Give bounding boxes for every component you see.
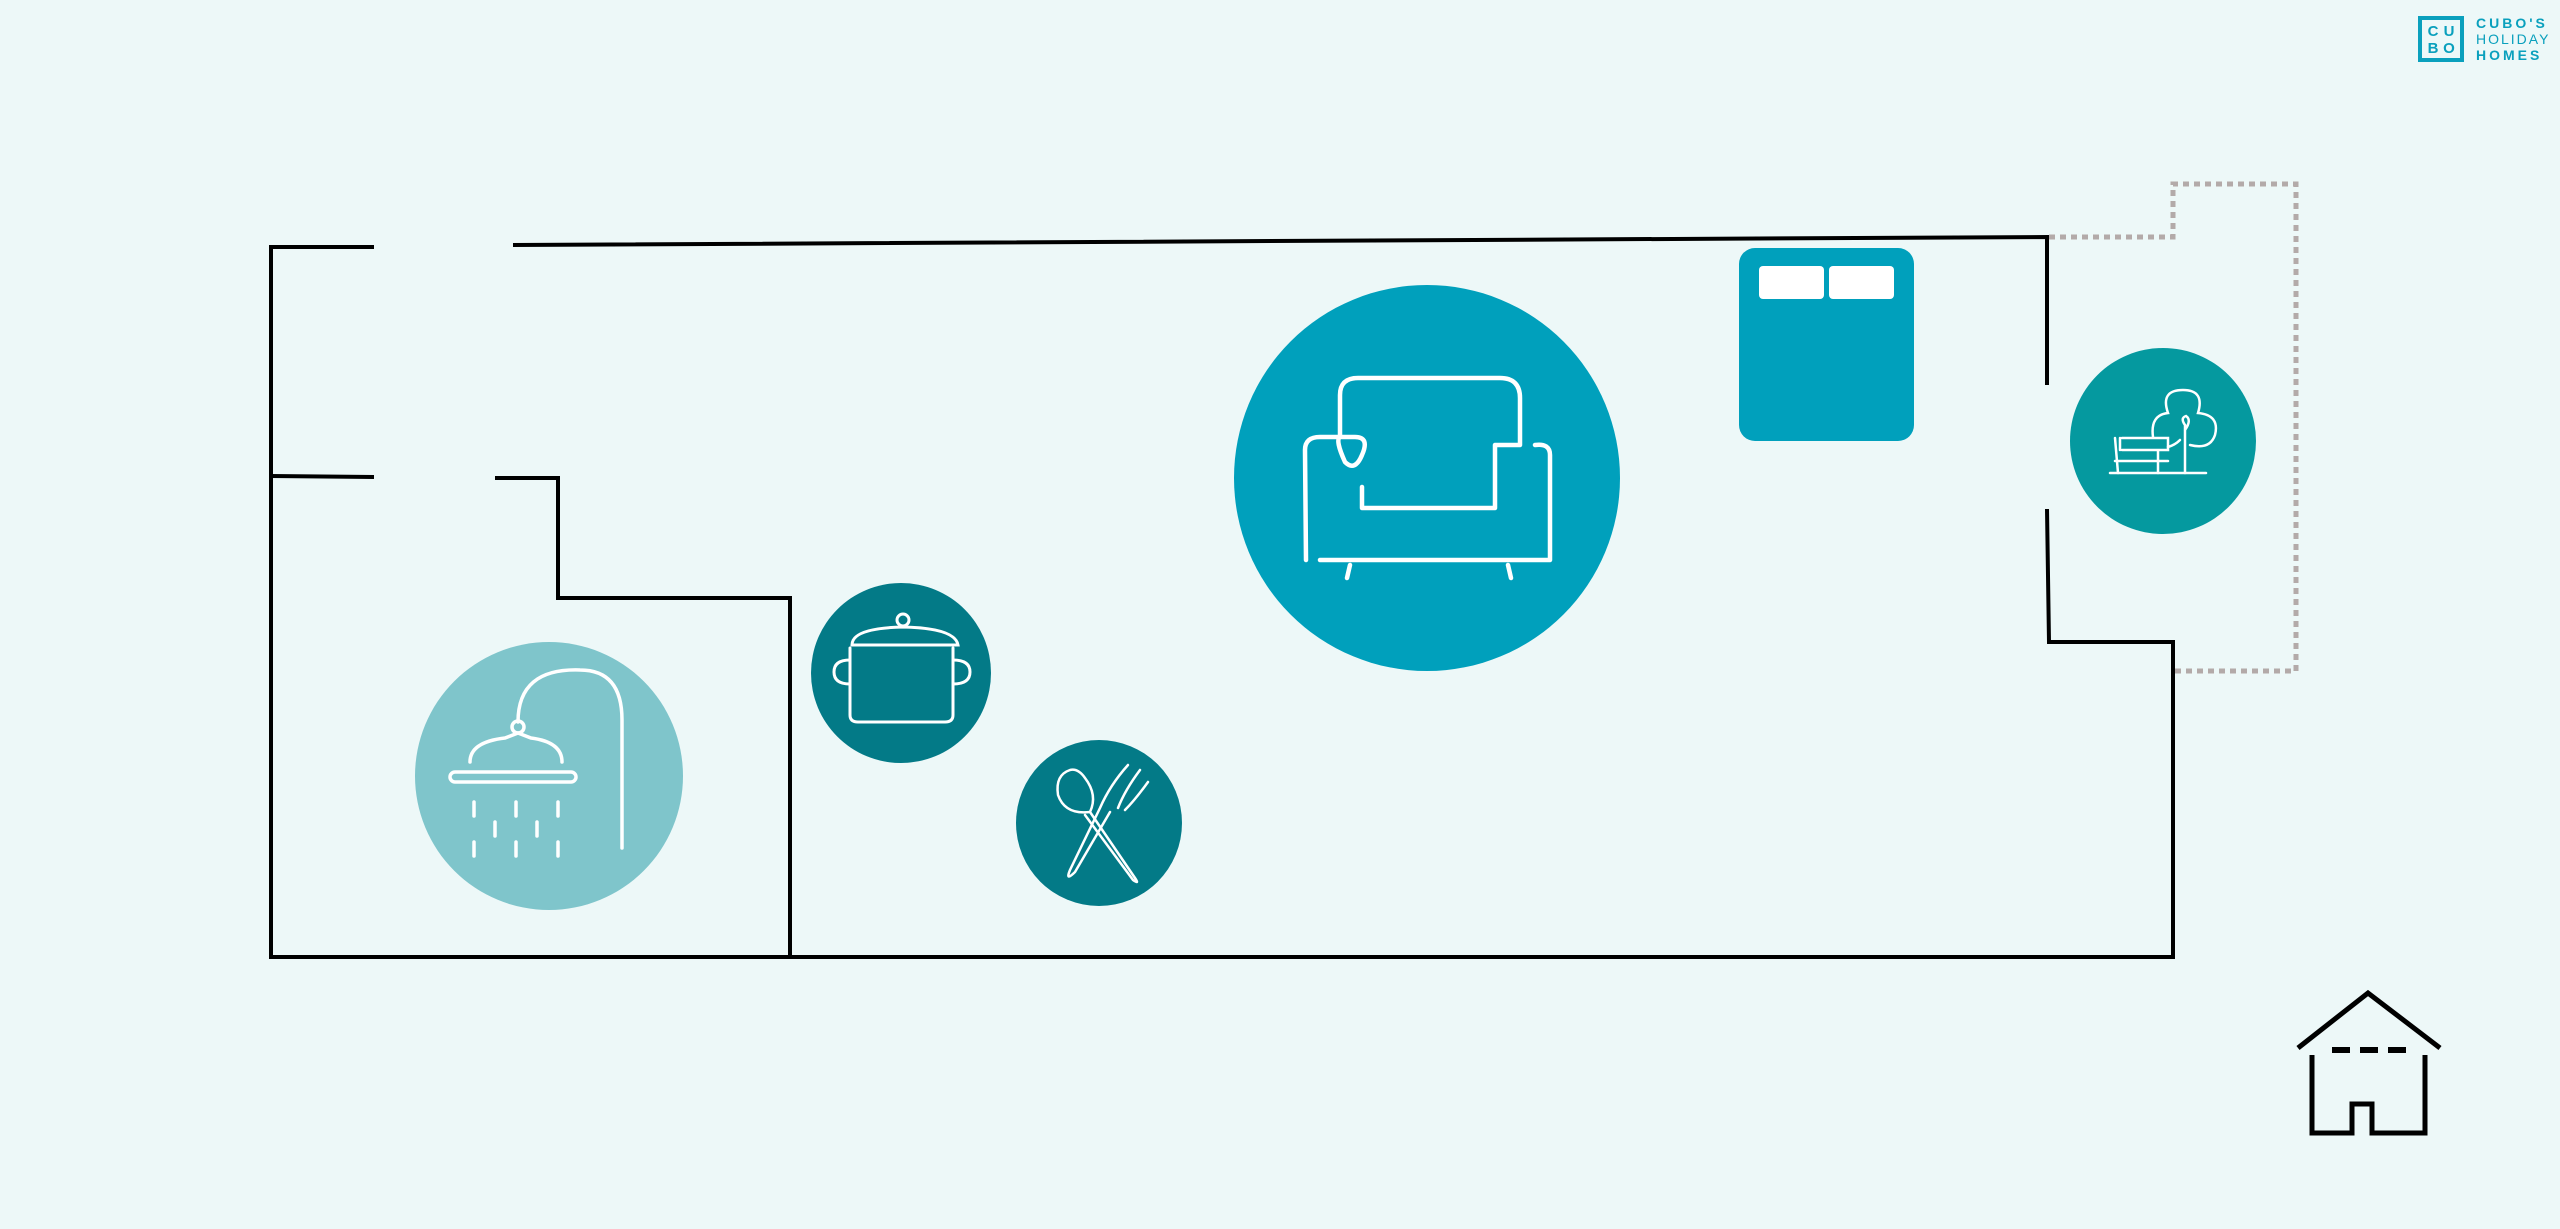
living-room-marker [1234,285,1620,671]
wall-bath-top [270,474,375,479]
bathroom-marker [415,642,683,910]
cutlery-icon [1056,763,1150,884]
dining-marker [1016,740,1182,906]
kitchen-marker [811,583,991,763]
garden-bench-tree-icon [2108,388,2218,475]
cooking-pot-icon [832,612,972,724]
logo-letter: B [2427,40,2439,57]
logo-letter: U [2443,23,2455,40]
logo-letter: C [2427,23,2439,40]
house-icon [2296,989,2442,1136]
shower-icon [448,668,624,858]
terrace-marker [2070,348,2256,534]
living-room-circle [1234,285,1620,671]
bathroom-circle [415,642,683,910]
logo-line-3: HOMES [2476,47,2543,63]
logo-wordmark: CUBO'S HOLIDAY HOMES [2476,15,2550,63]
pillow-left [1759,266,1824,299]
logo-letter: O [2443,40,2455,57]
walls [269,234,2175,959]
bedroom-marker [1739,248,1914,441]
wall-top [512,234,2049,385]
kitchen-circle [811,583,991,763]
sofa-icon [1302,375,1553,581]
logo-line-1: CUBO'S [2476,15,2548,31]
logo-line-2: HOLIDAY [2476,31,2551,47]
terrace-outline [2049,181,2299,674]
wall-top-left [269,245,2175,959]
wall-bath-partition [495,476,792,957]
pillow-right [1829,266,1894,299]
terrace-circle [2070,348,2256,534]
cubos-holiday-homes-logo: C U B O CUBO'S HOLIDAY HOMES [2418,15,2550,63]
logo-mark: C U B O [2418,16,2464,62]
